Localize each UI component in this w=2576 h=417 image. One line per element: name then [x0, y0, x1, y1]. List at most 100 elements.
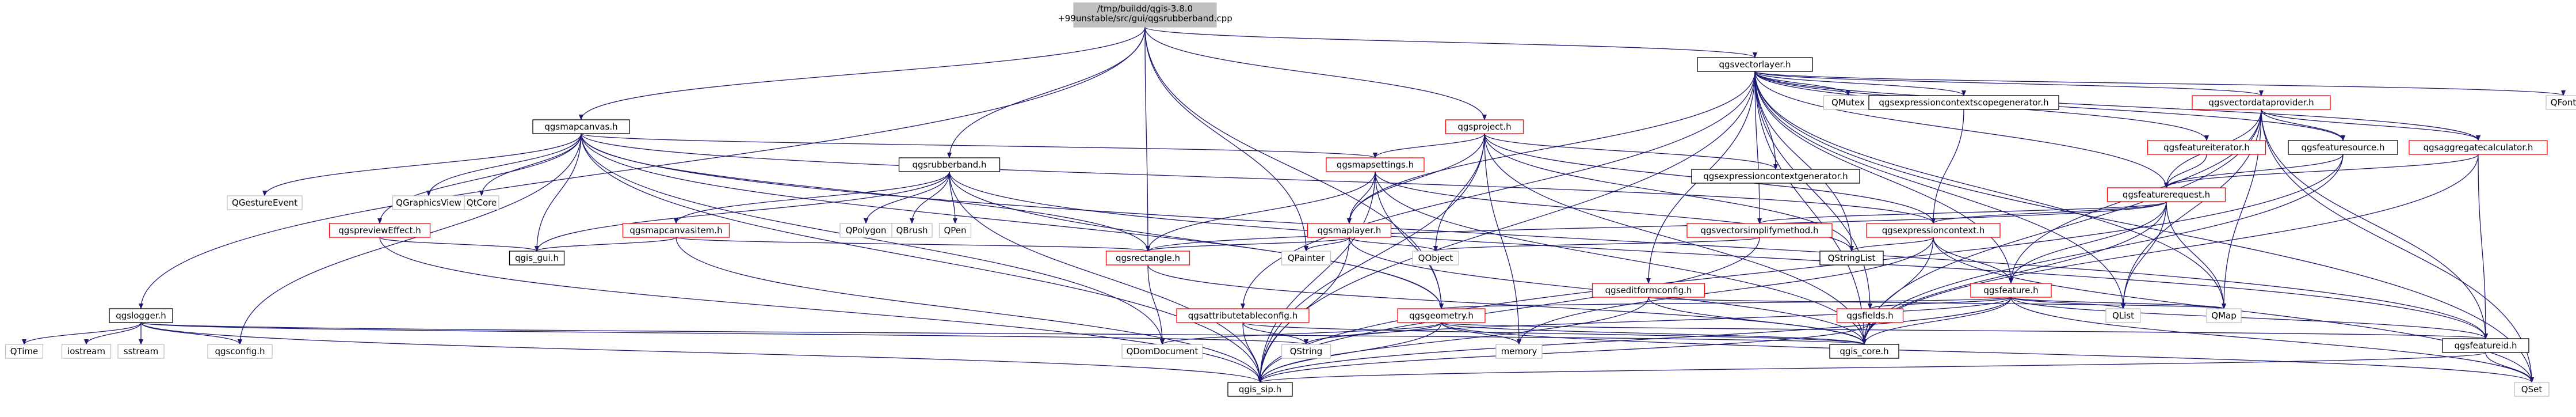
- node-qmap[interactable]: QMap: [2206, 308, 2242, 323]
- include-edge: [2164, 154, 2479, 188]
- node-qgsexpressioncontextgenerator-h[interactable]: qgsexpressioncontextgenerator.h: [1691, 169, 1860, 184]
- include-edge: [1862, 237, 1934, 345]
- include-edge: [674, 171, 950, 224]
- include-edge: [1517, 237, 1934, 345]
- node-qdomdocument[interactable]: QDomDocument: [1121, 344, 1203, 359]
- include-edge: [1241, 71, 1756, 309]
- node-qgsfeature-h[interactable]: qgsfeature.h: [1970, 283, 2052, 298]
- node-box: [1686, 223, 1833, 238]
- node-qmutex[interactable]: QMutex: [1823, 95, 1873, 110]
- include-edge: [1433, 237, 1760, 252]
- node-qgsattributetableconfig-h[interactable]: qgsattributetableconfig.h: [1176, 308, 1310, 323]
- node-qgsgestureevent[interactable]: QGestureEvent: [227, 195, 303, 210]
- include-edge: [2010, 297, 2226, 309]
- include-edge: [140, 322, 1262, 383]
- node-qbrush[interactable]: QBrush: [891, 223, 933, 238]
- node-label: qgsfeatureiterator.h: [2163, 142, 2250, 153]
- node-label: qgsexpressioncontextscopegenerator.h: [1879, 97, 2048, 108]
- node-qgsfeaturesource-h[interactable]: qgsfeaturesource.h: [2288, 140, 2398, 155]
- node-qgs-gui-h[interactable]: qgis_gui.h: [509, 251, 565, 266]
- node-qgsfeatureiterator-h[interactable]: qgsfeatureiterator.h: [2147, 140, 2266, 155]
- node-qtcore[interactable]: QtCore: [464, 195, 499, 210]
- node-qgsvectorsimplifymethod-h[interactable]: qgsvectorsimplifymethod.h: [1686, 223, 1833, 238]
- node-qpolygon[interactable]: QPolygon: [839, 223, 892, 238]
- node-sstream[interactable]: sstream: [117, 344, 165, 359]
- node-box: [1307, 223, 1392, 238]
- node-box: [1836, 308, 1904, 323]
- node-box: [1227, 382, 1293, 397]
- include-edge: [1144, 26, 1487, 120]
- node-qobject[interactable]: QObject: [1412, 251, 1459, 266]
- node-box: [1866, 223, 2001, 238]
- include-edge: [1347, 133, 1485, 224]
- node-label: QBrush: [896, 225, 928, 236]
- include-edge: [581, 133, 1262, 383]
- node-label: qgsvectorsimplifymethod.h: [1701, 225, 1819, 236]
- node-box: [509, 251, 565, 266]
- node-qset[interactable]: QSet: [2514, 382, 2550, 397]
- include-edge: [581, 133, 1165, 345]
- node-qgsfields-h[interactable]: qgsfields.h: [1836, 308, 1904, 323]
- include-edge: [1258, 297, 2012, 383]
- node-qgis-core-h[interactable]: qgis_core.h: [1829, 344, 1899, 359]
- include-edge: [1347, 171, 1376, 224]
- node-qgsfeatureid-h[interactable]: qgsfeatureid.h: [2442, 338, 2529, 353]
- node-qgsvectordataprovider-h[interactable]: qgsvectordataprovider.h: [2192, 95, 2331, 110]
- node-qgspreviewEffect-h[interactable]: qgspreviewEffect.h: [329, 223, 431, 238]
- node-qgsfeaturerequest-h[interactable]: qgsfeaturerequest.h: [2106, 187, 2226, 202]
- node-qgsexpressioncontextscopegenerator-h[interactable]: qgsexpressioncontextscopegenerator.h: [1868, 95, 2059, 110]
- node-qgsexpressioncontext-h[interactable]: qgsexpressioncontext.h: [1866, 223, 2001, 238]
- node-qgis-sip-h[interactable]: qgis_sip.h: [1227, 382, 1293, 397]
- node-qstringlist[interactable]: QStringList: [1819, 251, 1884, 266]
- node-iostream[interactable]: iostream: [61, 344, 112, 359]
- node-qgslogger-h[interactable]: qgslogger.h: [109, 308, 173, 323]
- node-qfont[interactable]: QFont: [2546, 95, 2576, 110]
- node-box: [1592, 283, 1705, 298]
- node-label: QPen: [944, 225, 966, 236]
- node-box: [2514, 382, 2550, 397]
- node-qgsproject-h[interactable]: qgsproject.h: [1445, 119, 1524, 134]
- node-qpainter[interactable]: QPainter: [1281, 251, 1331, 266]
- node-qgsconfig-h[interactable]: qgsconfig.h: [207, 344, 273, 359]
- include-edge: [1433, 133, 1485, 252]
- include-edge: [1441, 322, 2534, 383]
- node-qgsvectorlayer-h[interactable]: qgsvectorlayer.h: [1697, 57, 1813, 72]
- node-qtime[interactable]: QTime: [5, 344, 44, 359]
- node-qpen[interactable]: QPen: [938, 223, 972, 238]
- node-box: [1121, 344, 1203, 359]
- node-qgsmaplayer-h[interactable]: qgsmaplayer.h: [1307, 223, 1392, 238]
- node-box: [227, 195, 303, 210]
- node-box: [1829, 344, 1899, 359]
- node-qgsmapsettings-h[interactable]: qgsmapsettings.h: [1326, 157, 1425, 172]
- node-label: qgsmapsettings.h: [1337, 160, 1414, 170]
- include-edge: [1648, 297, 1867, 345]
- node-qgsmapcanvasitem-h[interactable]: qgsmapcanvasitem.h: [622, 223, 730, 238]
- node-label: QString: [1290, 346, 1323, 357]
- include-edge: [1754, 71, 2480, 141]
- node-label: QPainter: [1288, 253, 1325, 263]
- node-qlist[interactable]: QList: [2105, 308, 2141, 323]
- node-qgsmapcanvas-h[interactable]: qgsmapcanvas.h: [532, 119, 630, 134]
- include-edge: [535, 133, 582, 252]
- node-qgraphicsview[interactable]: QGraphicsView: [392, 195, 465, 210]
- include-edge: [2010, 297, 2488, 339]
- include-edge: [1242, 322, 1262, 383]
- node-box: [2192, 95, 2331, 110]
- include-edge: [1754, 71, 2264, 96]
- include-edge: [1439, 297, 2012, 309]
- include-edge: [1347, 71, 1756, 224]
- node-qstring[interactable]: QString: [1281, 344, 1331, 359]
- node-memory[interactable]: memory: [1495, 344, 1543, 359]
- node-box: [329, 223, 431, 238]
- node-qgsrubberband-h[interactable]: qgsrubberband.h: [898, 157, 1001, 172]
- node-label: qgsattributetableconfig.h: [1188, 310, 1297, 321]
- node-label: qgsfeaturerequest.h: [2123, 189, 2210, 200]
- include-edge: [1868, 297, 2012, 309]
- include-edge: [1258, 237, 1760, 383]
- node-qgsgeometry-h[interactable]: qgsgeometry.h: [1397, 308, 1486, 323]
- include-edge: [1754, 71, 1850, 96]
- node-label: qgsconfig.h: [215, 346, 265, 357]
- node-qgsrectangle-h[interactable]: qgsrectangle.h: [1105, 251, 1190, 266]
- node-qgseditformconfig-h[interactable]: qgseditformconfig.h: [1592, 283, 1705, 298]
- node-qgsaggregatecalculator-h[interactable]: qgsaggregatecalculator.h: [2409, 140, 2548, 155]
